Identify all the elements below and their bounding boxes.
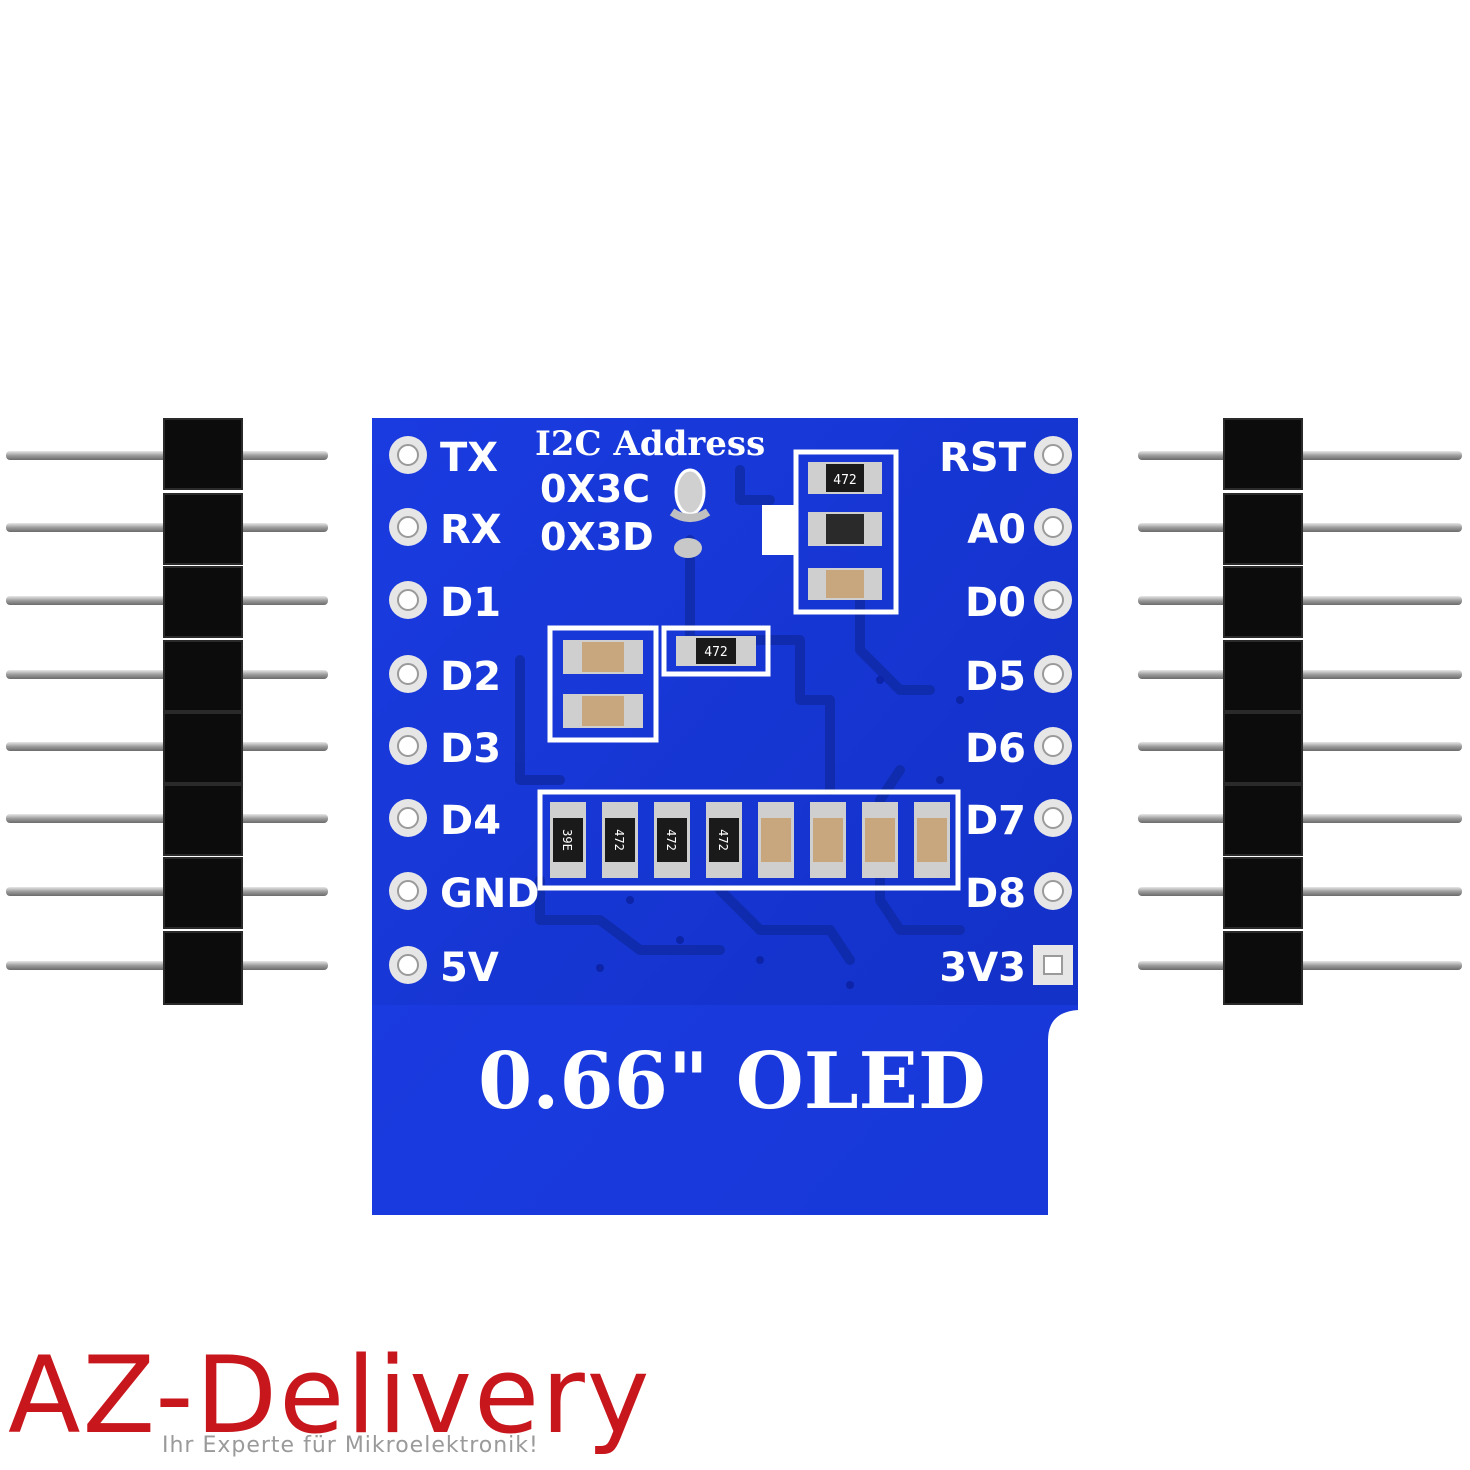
i2c-address-0x3c: 0X3C: [540, 467, 650, 511]
pin-label-5v: 5V: [440, 945, 499, 991]
header-plastic-segment: [1223, 640, 1303, 712]
top-right-components: 472: [762, 449, 899, 615]
resistor-code-top: 472: [833, 473, 856, 488]
resistor-code: 39E: [560, 829, 574, 851]
pin-label-d3: D3: [440, 726, 501, 772]
pin-label-d2: D2: [440, 654, 501, 700]
pin-label-d0: D0: [965, 580, 1026, 626]
pin-label-d7: D7: [965, 798, 1026, 844]
header-plastic-segment: [163, 784, 243, 856]
right-pin-header: [1138, 418, 1462, 1005]
header-plastic-segment: [1223, 784, 1303, 856]
i2c-address-0x3d: 0X3D: [540, 515, 654, 559]
header-plastic-segment: [163, 640, 243, 712]
resistor-code: 472: [716, 829, 730, 851]
pin-label-a0: A0: [967, 507, 1026, 553]
resistor-code-middle: 472: [704, 645, 727, 660]
display-size-label: 0.66" OLED: [478, 1036, 986, 1127]
brand-name: AZ-Delivery: [8, 1334, 652, 1457]
pin-label-d4: D4: [440, 798, 501, 844]
pin-label-d5: D5: [965, 654, 1026, 700]
header-plastic-segment: [1223, 857, 1303, 929]
header-plastic-segment: [1223, 493, 1303, 565]
pin-label-rst: RST: [939, 435, 1027, 481]
header-plastic-segment: [163, 566, 243, 638]
header-plastic-segment: [163, 418, 243, 490]
left-pin-header: [6, 418, 328, 1005]
right-pad-column: [1033, 436, 1073, 985]
header-plastic-segment: [163, 712, 243, 784]
header-plastic-segment: [1223, 931, 1303, 1005]
i2c-address-title: I2C Address: [535, 424, 765, 464]
middle-capacitors: 472: [547, 625, 771, 743]
pin-label-d1: D1: [440, 580, 501, 626]
left-pad-column: [389, 436, 427, 984]
pin-label-d8: D8: [965, 871, 1026, 917]
pin-label-3v3: 3V3: [939, 945, 1026, 991]
pin-label-gnd: GND: [440, 871, 540, 917]
address-solder-jumper: [669, 468, 711, 558]
pin-label-tx: TX: [440, 435, 498, 481]
vias: [596, 676, 964, 989]
header-plastic-segment: [1223, 712, 1303, 784]
brand-tagline: Ihr Experte für Mikroelektronik!: [162, 1433, 539, 1458]
header-plastic-segment: [163, 493, 243, 565]
resistor-code: 472: [664, 829, 678, 851]
az-delivery-logo: AZ-Delivery Ihr Experte für Mikroelektro…: [8, 1334, 652, 1458]
pin-label-d6: D6: [965, 726, 1026, 772]
header-plastic-segment: [1223, 418, 1303, 490]
display-area: [372, 1005, 1078, 1215]
header-plastic-segment: [163, 931, 243, 1005]
component-row: 39E 472 472 472: [537, 789, 961, 891]
header-plastic-segment: [1223, 566, 1303, 638]
resistor-code: 472: [612, 829, 626, 851]
header-plastic-segment: [163, 857, 243, 929]
copper-traces: [515, 465, 965, 965]
pin-label-rx: RX: [440, 507, 502, 553]
